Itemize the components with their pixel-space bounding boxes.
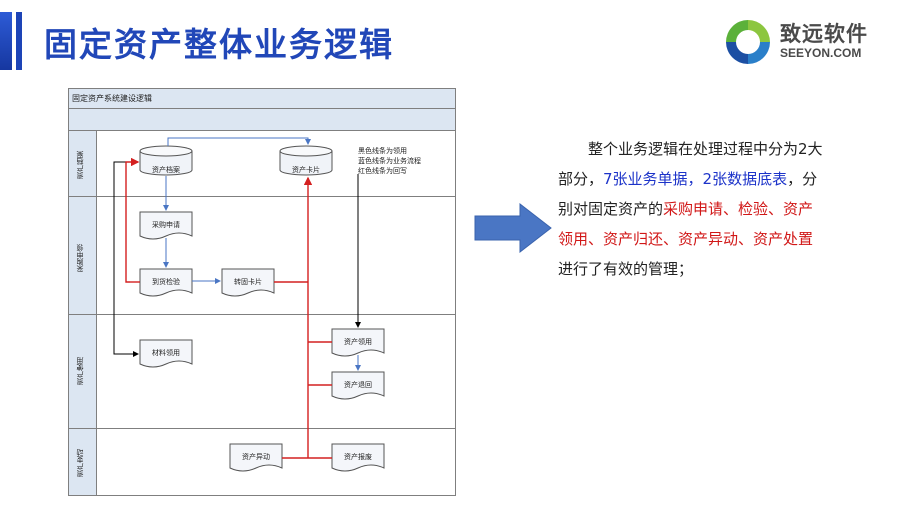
title-accent-bar-2 [16,12,22,70]
node-label-asset-return: 资产退回 [344,381,372,389]
node-purchase-request-doc [139,211,193,240]
node-label-asset-change: 资产异动 [242,453,270,461]
logo-swirl-icon [724,18,772,66]
diagram-frame [68,88,456,496]
lane-label-change: 资产变动 [76,449,84,477]
node-label-asset-requisition: 资产领用 [344,338,372,346]
node-label-purchase-request: 采购申请 [152,221,180,229]
node-label-asset-scrap: 资产报废 [344,453,372,461]
black-flow-lines [113,161,361,357]
node-label-asset-card: 资产卡片 [292,166,320,174]
node-material-requisition-doc [139,339,193,368]
lane-label-archive: 资产档案 [76,151,84,179]
lane-label-usage: 资产使用 [76,357,84,385]
node-asset-requisition-doc [331,328,385,357]
description-text: 整个业务逻辑在处理过程中分为2大部分，7张业务单据，2张数据底表，分别对固定资产… [558,134,826,284]
description-ending: 进行了有效的管理； [558,260,694,278]
description-documents: 7张业务单据，2张数据底表 [603,170,788,188]
blue-flow-lines [163,137,361,371]
lane-label-purchase: 采购申领 [76,244,84,272]
node-label-transfer-card: 转固卡片 [234,278,262,286]
node-asset-return-doc [331,371,385,400]
legend-item-red: 红色线条为回写 [358,167,407,175]
node-transfer-card-doc [221,268,275,297]
logo-text-cn: 致远软件 [780,22,868,46]
legend-item-blue: 蓝色线条为业务流程 [358,157,421,165]
node-label-arrival-inspection: 到货检验 [152,278,180,286]
right-arrow-icon [474,203,552,253]
node-arrival-inspection-doc [139,268,193,297]
lane-label-column [68,130,97,496]
diagram-header-band [68,108,456,131]
title-accent-bar [0,12,12,70]
diagram-title: 固定资产系统建设逻辑 [72,94,152,103]
node-asset-card-db [279,145,333,176]
page-title: 固定资产整体业务逻辑 [44,25,394,64]
node-label-material-requisition: 材料领用 [152,349,180,357]
description-middle: ，分别对固定资产的 [558,170,818,218]
description-scope: 采购申请、检验、资产领用、资产归还、资产异动、资产处置 [558,200,814,248]
node-asset-archive-db [139,145,193,176]
description-intro: 整个业务逻辑在处理过程中分为2大部分， [558,140,823,188]
logo-text-en: SEEYON.COM [780,46,862,60]
node-label-asset-archive: 资产档案 [152,166,180,174]
legend-item-black: 黑色线条为领用 [358,147,407,155]
diagram-legend: 黑色线条为领用 蓝色线条为业务流程 红色线条为回写 [358,146,421,176]
process-diagram: 固定资产系统建设逻辑 资产档案 采购申领 资产使用 资产变动 资产档案 资产卡片… [68,88,456,496]
red-writeback-lines [125,157,332,459]
node-asset-change-doc [229,443,283,472]
node-asset-scrap-doc [331,443,385,472]
diagram-svg [68,88,456,496]
logo: 致远软件 SEEYON.COM [722,16,882,68]
